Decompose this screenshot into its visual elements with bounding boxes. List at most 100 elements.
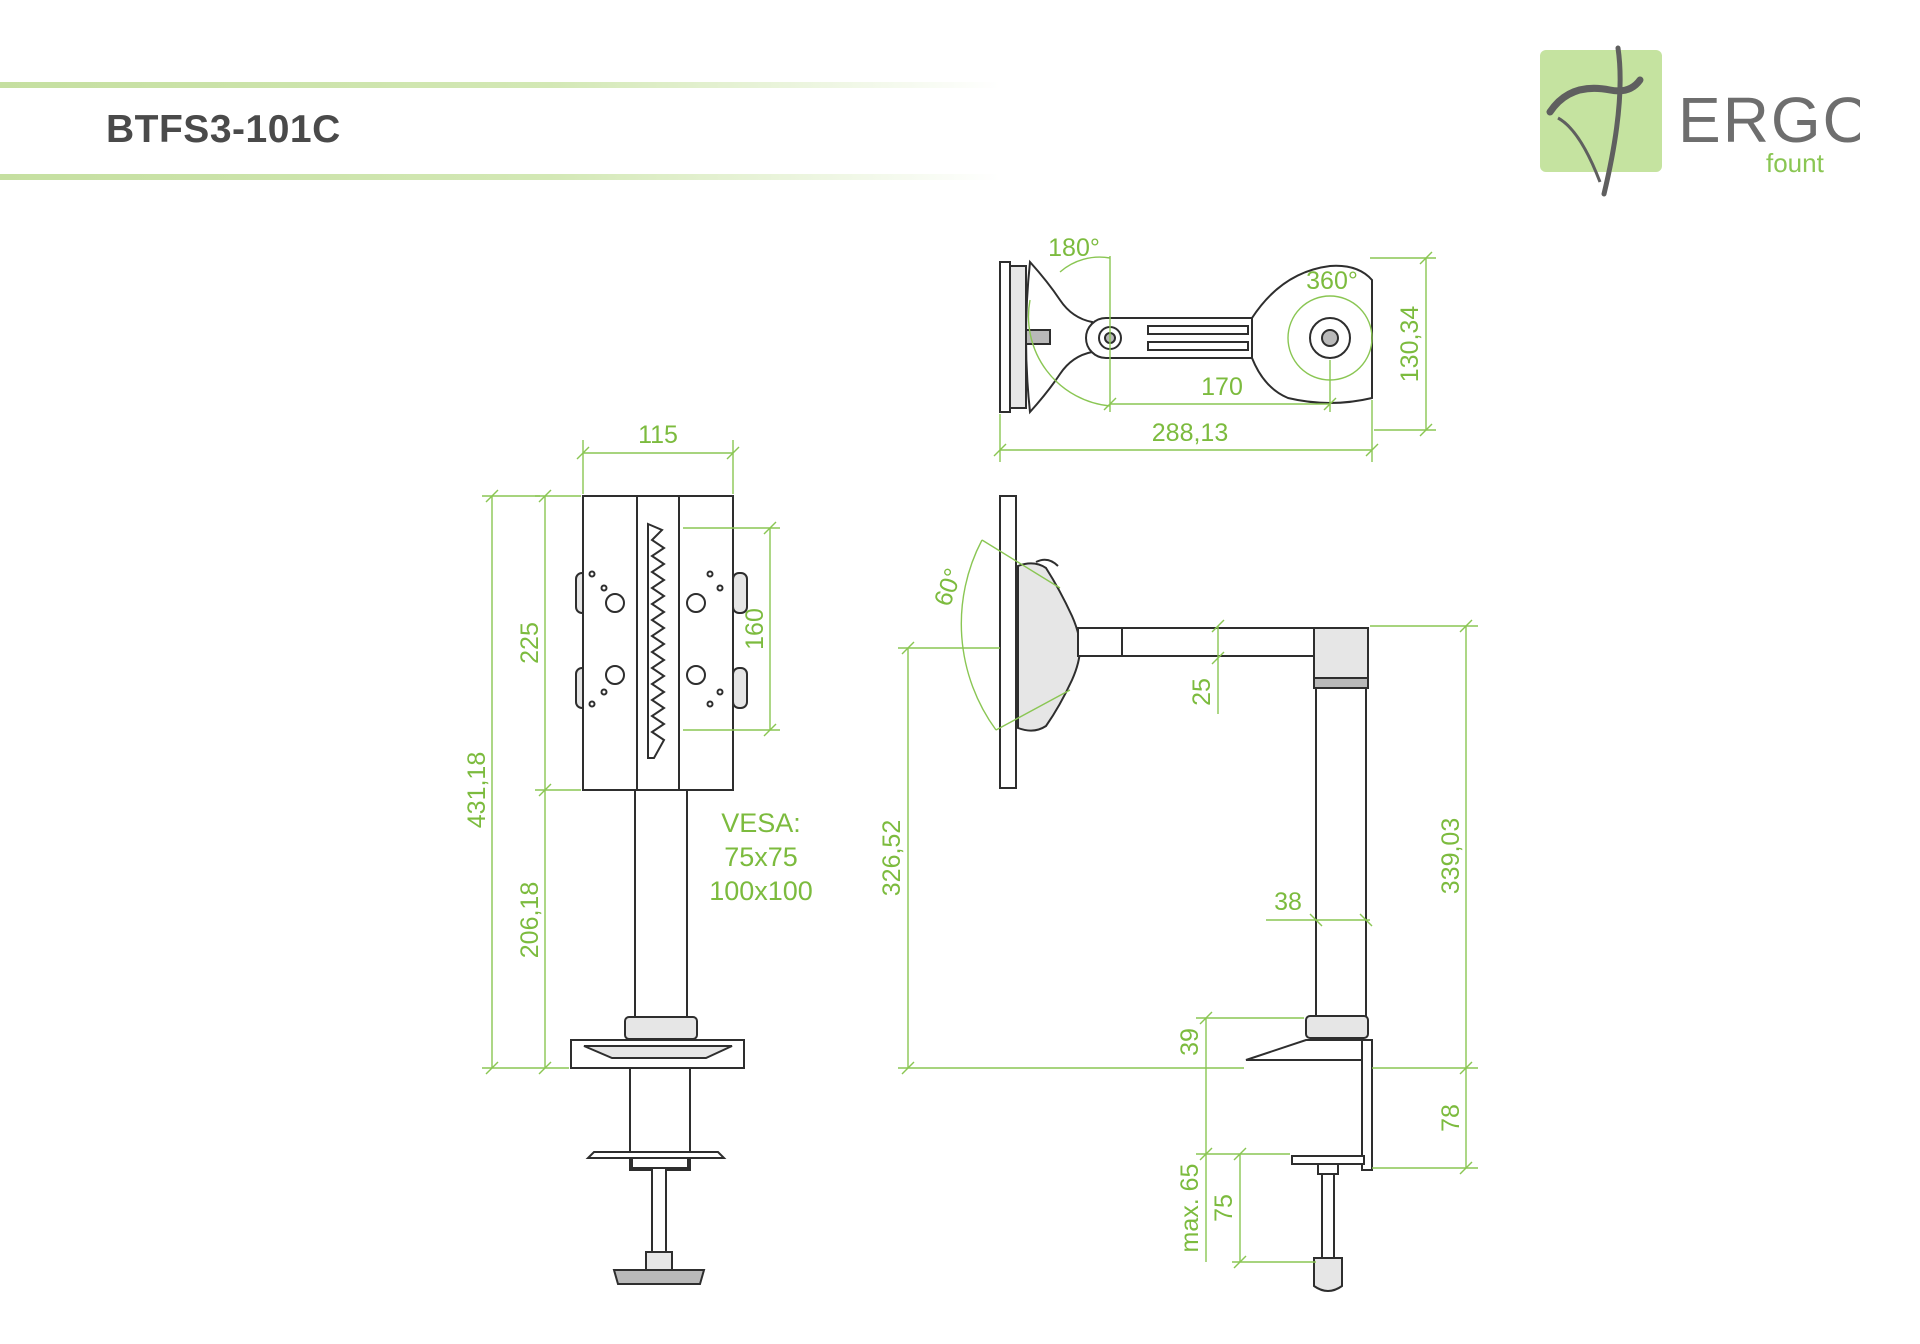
side-arm-joint: [1077, 627, 1123, 657]
vesa-size-75: 75x75: [724, 842, 798, 872]
front-hole: [605, 665, 625, 685]
dim-tick: [901, 641, 915, 655]
dim-tick: [1233, 1255, 1247, 1269]
dim-arm-25: 25: [1188, 678, 1216, 706]
side-screw-handle: [1313, 1257, 1343, 1292]
dim-tick: [1365, 443, 1379, 457]
dim-tick: [1459, 619, 1473, 633]
front-pole: [634, 787, 688, 1021]
header-band-bottom: [0, 174, 1000, 180]
front-collar: [624, 1016, 698, 1040]
dim-tick: [485, 489, 499, 503]
side-tilt-knob: [1035, 558, 1059, 567]
vesa-size-100: 100x100: [709, 876, 813, 906]
model-title: BTFS3-101C: [106, 108, 341, 151]
dim-tick: [1359, 913, 1373, 927]
top-plate-bracket: [1009, 265, 1027, 409]
dim-tick: [1459, 1161, 1473, 1175]
logo-square: [1540, 50, 1662, 172]
top-tilt-arc: [1027, 299, 1111, 407]
side-pole: [1315, 687, 1367, 1023]
dim-tick: [763, 723, 777, 737]
dim-pole-height-206: 206,18: [516, 882, 544, 958]
front-pin: [588, 700, 596, 708]
side-monitor-panel: [999, 495, 1017, 789]
dim-tick: [1199, 1011, 1213, 1025]
front-pin: [600, 584, 608, 592]
side-clamp-block: [1317, 1163, 1339, 1175]
dim-plate-height-225: 225: [516, 622, 544, 664]
dim-clamp-78: 78: [1437, 1104, 1465, 1132]
front-screw: [651, 1167, 667, 1253]
side-view: 60° 25 38 326,52 339,03 78 39 max. 65: [878, 495, 1478, 1292]
dim-base-39: 39: [1176, 1028, 1204, 1056]
dim-tick: [1103, 397, 1117, 411]
logo-stroke: [1601, 45, 1623, 197]
front-pin: [588, 570, 596, 578]
front-pin: [600, 688, 608, 696]
dim-swivel-360: 360°: [1306, 267, 1358, 295]
side-pole-ring: [1313, 677, 1369, 689]
vesa-label: VESA:: [721, 808, 801, 838]
front-hole: [686, 593, 706, 613]
top-tilt-head: [1025, 259, 1093, 415]
dim-pole-339: 339,03: [1437, 818, 1465, 894]
dim-tick: [538, 489, 552, 503]
front-hole: [605, 593, 625, 613]
front-base-inset: [583, 1045, 733, 1059]
dim-tick: [538, 1061, 552, 1075]
dim-total-height-431: 431,18: [463, 752, 491, 828]
side-base: [1245, 1039, 1371, 1061]
front-pin: [706, 700, 714, 708]
dim-offset-75: 75: [1210, 1194, 1238, 1222]
dim-tick: [763, 521, 777, 535]
dim-tick: [1199, 1147, 1213, 1161]
dim-tick: [576, 446, 590, 460]
dim-tick: [1419, 423, 1433, 437]
dim-length-288: 288,13: [1152, 419, 1228, 447]
logo-brand: ERGO: [1678, 84, 1860, 156]
front-pin: [706, 570, 714, 578]
dim-vesa-160: 160: [741, 608, 769, 650]
side-collar: [1305, 1015, 1369, 1039]
side-tilt-ray: [995, 689, 1071, 731]
side-pole-cap: [1313, 627, 1369, 679]
side-screw: [1321, 1173, 1335, 1259]
top-arm-slot: [1147, 325, 1249, 335]
front-clamp-block: [631, 1157, 689, 1169]
side-tilt-head: [1017, 562, 1082, 732]
dim-width-115: 115: [638, 421, 678, 449]
side-tilt-arc: [960, 539, 997, 731]
side-clamp-plate: [1291, 1155, 1365, 1165]
dim-arm-170: 170: [1201, 373, 1243, 401]
dim-max-65: max. 65: [1176, 1164, 1204, 1253]
dim-tick: [1419, 251, 1433, 265]
front-ratchet-track: [647, 522, 666, 759]
dim-tick: [726, 446, 740, 460]
dim-panel-326: 326,52: [878, 820, 906, 896]
top-arm-slot: [1147, 341, 1249, 351]
front-screw-handle: [612, 1269, 706, 1285]
dim-tick: [993, 443, 1007, 457]
side-tilt-ray: [981, 539, 1061, 589]
dim-tick: [1309, 913, 1323, 927]
front-screw-nut: [645, 1251, 673, 1271]
front-pin: [716, 584, 724, 592]
dim-tick: [1323, 397, 1337, 411]
front-clamp-plate: [585, 1151, 727, 1159]
header-band-top: [0, 82, 1000, 88]
ergofount-logo: ERGO fount: [1540, 45, 1860, 197]
dim-tilt-180: 180°: [1048, 234, 1100, 262]
dim-tick: [1211, 619, 1225, 633]
top-pole-core: [1321, 329, 1339, 347]
logo-swoosh: [1546, 76, 1644, 116]
dim-tick: [1233, 1147, 1247, 1161]
front-knob-right-bottom: [732, 667, 748, 709]
dim-pole-38: 38: [1274, 888, 1302, 916]
logo-sub: fount: [1766, 148, 1825, 178]
logo-curve: [1557, 116, 1602, 183]
front-pin: [716, 688, 724, 696]
dim-tick: [485, 1061, 499, 1075]
top-view: 180° 360° 170 288,13 130,34: [993, 234, 1436, 462]
top-monitor-plate: [999, 261, 1011, 413]
